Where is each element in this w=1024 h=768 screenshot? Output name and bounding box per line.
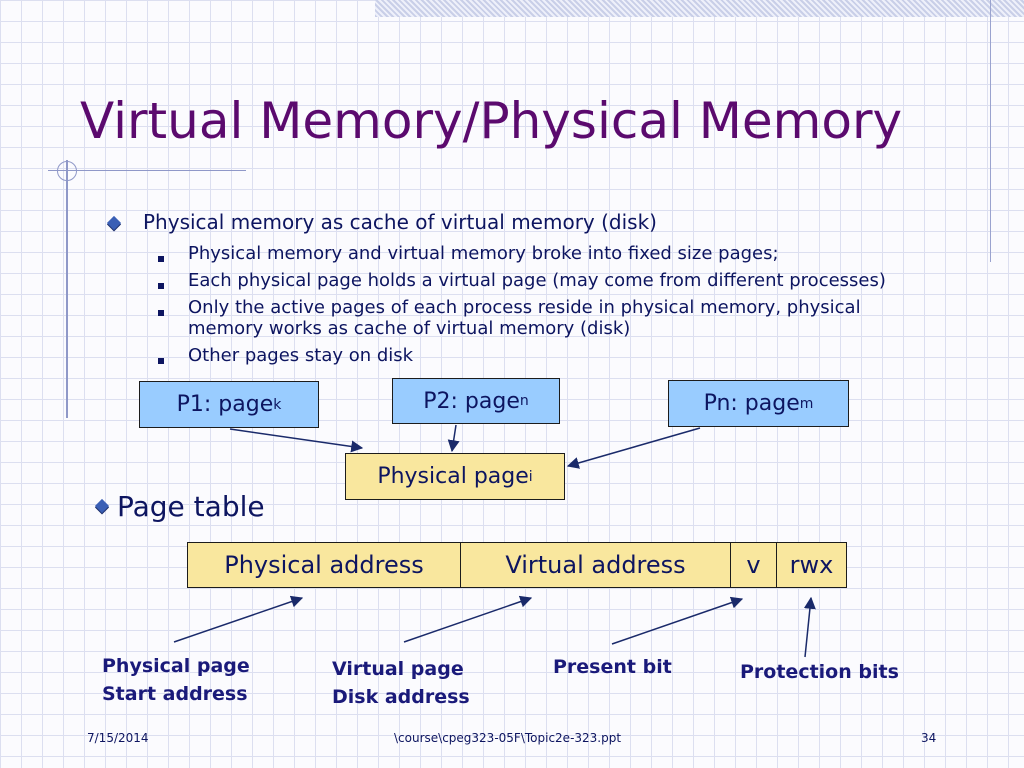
physical-page-subscript: i (528, 468, 533, 485)
caption-virtual-line-2: Disk address (332, 686, 470, 708)
main-bullet-text: Physical memory as cache of virtual memo… (143, 210, 657, 234)
pn-page-label: Pn: page (703, 391, 800, 416)
arrow-p1-to-physical (229, 428, 364, 453)
decorative-top-band (375, 0, 1024, 17)
footer-file-path: \course\cpeg323-05F\Topic2e-323.ppt (394, 731, 622, 745)
square-bullet-icon (158, 283, 164, 289)
caption-virtual-page: Virtual page Disk address (332, 655, 470, 711)
arrow-pn-to-physical (566, 427, 701, 469)
decorative-right-line (990, 0, 991, 262)
pte-rwx-cell: rwx (776, 542, 847, 588)
arrow-p2-to-physical (447, 424, 460, 453)
square-bullet-icon (158, 310, 164, 316)
page-table-heading: Page table (117, 490, 265, 523)
caption-virtual-line-1: Virtual page (332, 658, 464, 680)
p2-page-subscript: n (519, 393, 529, 409)
sub-bullet-4: Other pages stay on disk (188, 345, 414, 366)
p1-page-label: P1: page (176, 392, 274, 417)
p1-page-subscript: k (273, 396, 282, 413)
arrow-virtual-address (403, 595, 533, 643)
pn-page-subscript: m (799, 395, 814, 412)
physical-page-label: Physical page (377, 464, 529, 489)
decorative-title-underline (48, 170, 246, 171)
footer-date: 7/15/2014 (87, 731, 149, 745)
sub-bullet-1: Physical memory and virtual memory broke… (188, 243, 779, 264)
square-bullet-icon (158, 256, 164, 262)
square-bullet-icon (158, 358, 164, 364)
arrow-protection-bits (803, 596, 816, 658)
sub-bullet-3-line-1: Only the active pages of each process re… (188, 297, 861, 318)
pte-physical-address-cell: Physical address (187, 542, 461, 588)
sub-bullet-3-line-2: memory works as cache of virtual memory … (188, 318, 631, 339)
caption-physical-line-1: Physical page (102, 655, 250, 677)
pte-valid-bit-cell: v (730, 542, 777, 588)
decorative-left-line (66, 160, 68, 418)
arrow-physical-address (173, 595, 304, 643)
sub-bullet-2: Each physical page holds a virtual page … (188, 270, 886, 291)
decorative-circle (57, 161, 77, 181)
arrow-present-bit (611, 596, 744, 645)
footer-page-number: 34 (921, 731, 937, 745)
caption-protection-bits: Protection bits (740, 661, 899, 683)
pte-virtual-address-cell: Virtual address (460, 542, 731, 588)
p2-page-label: P2: page (423, 388, 520, 414)
caption-physical-page: Physical page Start address (102, 652, 250, 708)
caption-physical-line-2: Start address (102, 683, 248, 705)
slide-title: Virtual Memory/Physical Memory (80, 92, 903, 150)
caption-present-bit: Present bit (553, 656, 672, 678)
